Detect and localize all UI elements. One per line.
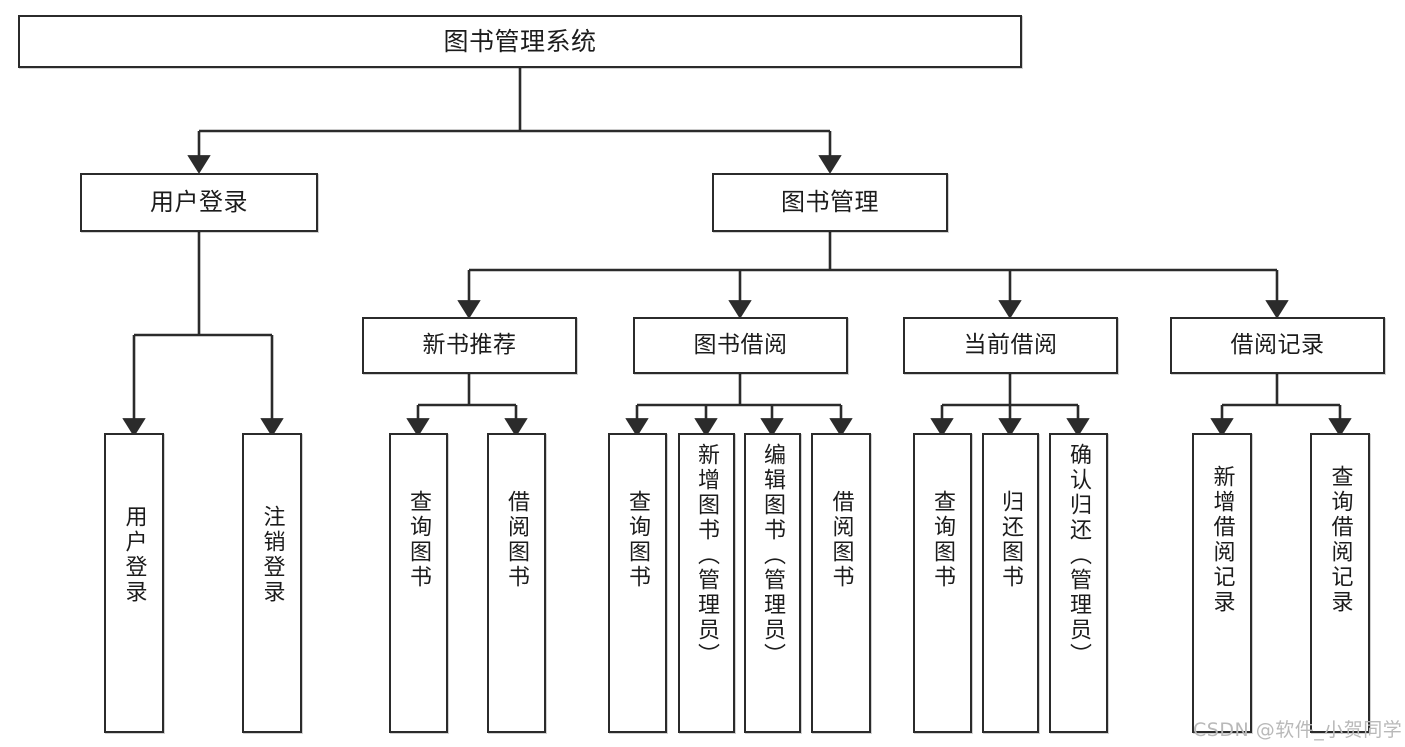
node-label: 新书推荐 (422, 331, 517, 358)
node-user-login[interactable]: 用户登录 (80, 173, 318, 232)
node-label: 新增借阅记录 (1209, 465, 1235, 615)
csdn-watermark: CSDN @软件_小贺同学 (1193, 719, 1403, 741)
leaf-user-login-signin[interactable]: 用户登录 (104, 433, 164, 733)
leaf-new-book-borrow[interactable]: 借阅图书 (487, 433, 546, 733)
leaf-borrow-record-add[interactable]: 新增借阅记录 (1192, 433, 1252, 733)
leaf-book-borrow-lend[interactable]: 借阅图书 (811, 433, 871, 733)
node-label: 图书管理 (781, 188, 879, 217)
node-label: 注销登录 (259, 505, 285, 605)
node-label: 图书管理系统 (443, 26, 597, 56)
node-new-book-recommend[interactable]: 新书推荐 (362, 317, 577, 374)
leaf-book-borrow-edit[interactable]: 编辑图书（管理员） (744, 433, 801, 733)
leaf-borrow-record-query[interactable]: 查询借阅记录 (1310, 433, 1370, 733)
leaf-current-borrow-return[interactable]: 归还图书 (982, 433, 1039, 733)
node-label: 归还图书 (998, 490, 1024, 590)
leaf-book-borrow-add[interactable]: 新增图书（管理员） (678, 433, 735, 733)
node-label: 借阅图书 (504, 490, 530, 590)
node-label: 借阅图书 (828, 490, 854, 590)
leaf-book-borrow-query[interactable]: 查询图书 (608, 433, 667, 733)
node-label: 用户登录 (150, 188, 248, 217)
node-label: 当前借阅 (963, 331, 1058, 358)
node-book-borrow[interactable]: 图书借阅 (633, 317, 848, 374)
leaf-current-borrow-confirm-return[interactable]: 确认归还（管理员） (1049, 433, 1108, 733)
node-label: 确认归还（管理员） (1066, 443, 1092, 668)
node-label: 图书借阅 (693, 331, 788, 358)
leaf-current-borrow-query[interactable]: 查询图书 (913, 433, 972, 733)
node-label: 用户登录 (121, 505, 147, 605)
node-label: 新增图书（管理员） (694, 443, 720, 668)
leaf-new-book-query[interactable]: 查询图书 (389, 433, 448, 733)
node-root-system[interactable]: 图书管理系统 (18, 15, 1022, 68)
node-label: 查询借阅记录 (1327, 465, 1353, 615)
node-current-borrow[interactable]: 当前借阅 (903, 317, 1118, 374)
node-label: 借阅记录 (1230, 331, 1325, 358)
leaf-user-login-signout[interactable]: 注销登录 (242, 433, 302, 733)
node-label: 编辑图书（管理员） (760, 443, 786, 668)
node-label: 查询图书 (406, 490, 432, 590)
node-borrow-record[interactable]: 借阅记录 (1170, 317, 1385, 374)
node-label: 查询图书 (625, 490, 651, 590)
node-label: 查询图书 (930, 490, 956, 590)
node-book-management[interactable]: 图书管理 (712, 173, 948, 232)
